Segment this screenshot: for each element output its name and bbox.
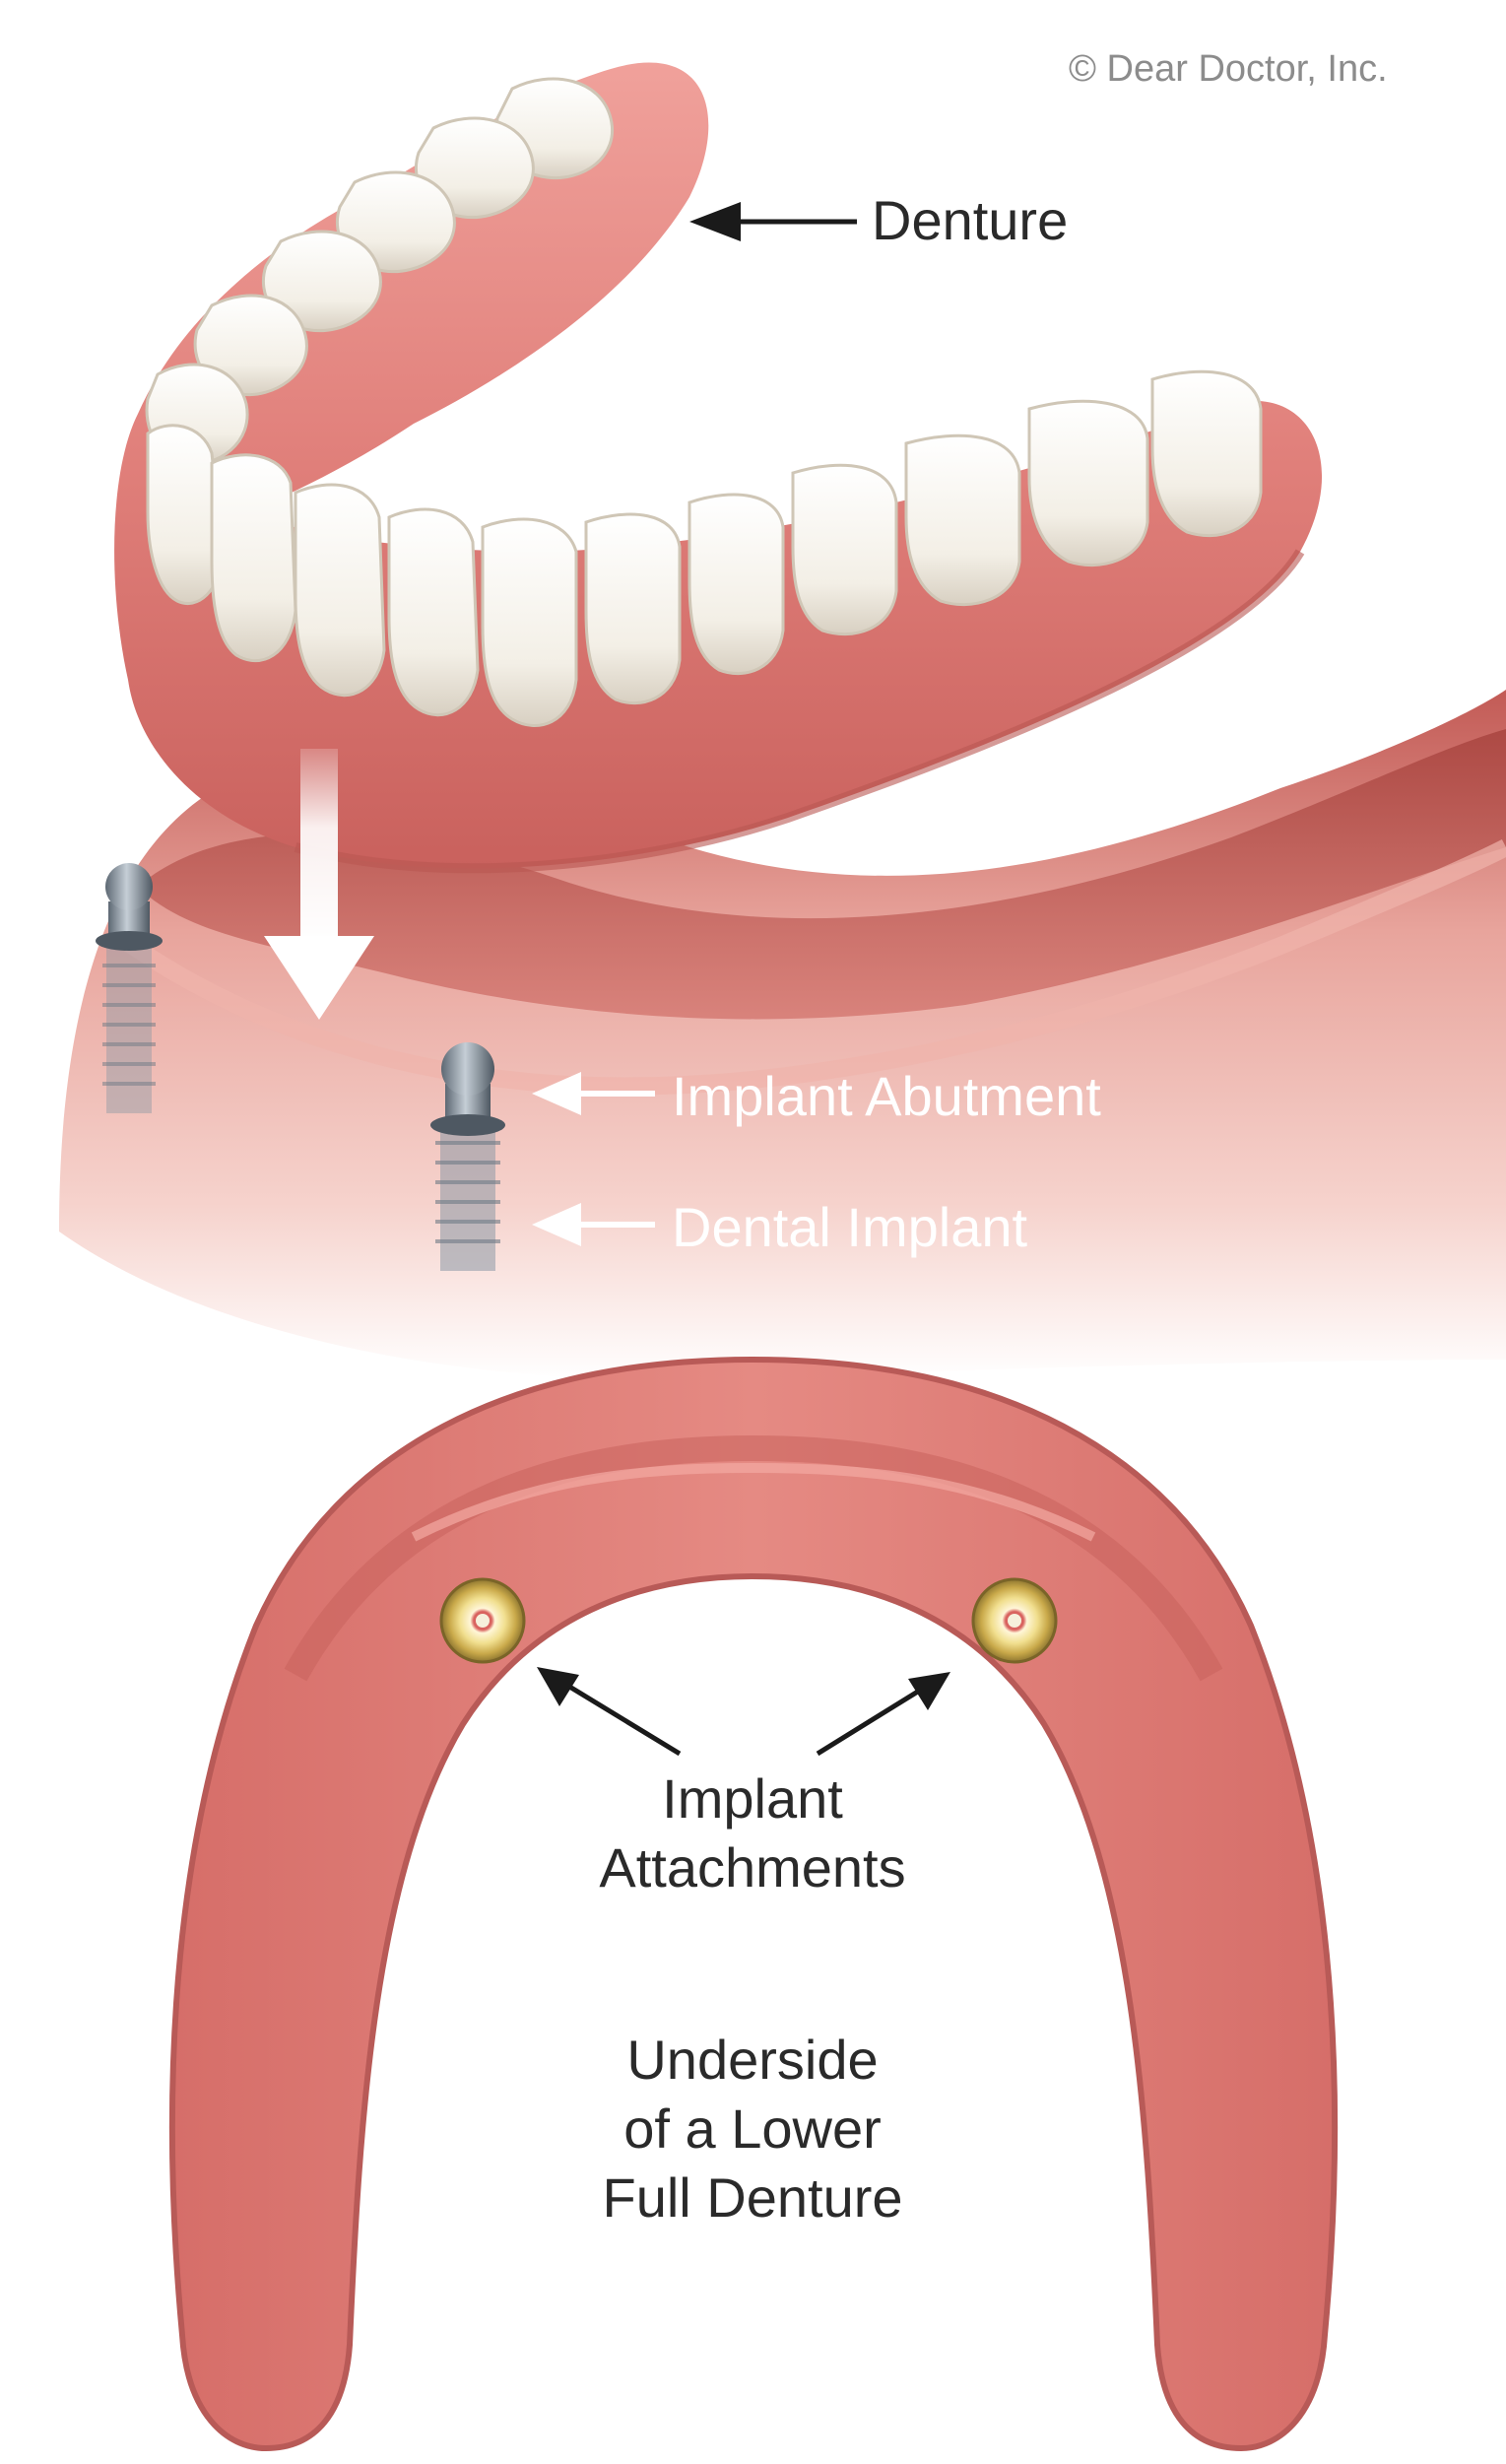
- denture-callout: Denture: [689, 189, 1068, 251]
- denture-underside: [172, 1360, 1335, 2448]
- left-attachment: [441, 1579, 524, 1662]
- denture-label: Denture: [872, 189, 1068, 251]
- underside-label-line1: Underside: [626, 2029, 878, 2091]
- implant-abutment-label: Implant Abutment: [672, 1065, 1101, 1127]
- underside-caption: Underside of a Lower Full Denture: [602, 2029, 902, 2229]
- underside-label-line2: of a Lower: [623, 2098, 882, 2160]
- implant-attachments-label-line2: Attachments: [599, 1836, 905, 1898]
- copyright-text: © Dear Doctor, Inc.: [1069, 48, 1388, 90]
- dental-implant-label: Dental Implant: [672, 1196, 1028, 1258]
- underside-label-line3: Full Denture: [602, 2166, 902, 2229]
- implant-attachments-label-line1: Implant: [662, 1767, 843, 1830]
- attachments-callout: Implant Attachments: [537, 1667, 950, 1898]
- right-attachment: [973, 1579, 1056, 1662]
- denture: [114, 63, 1322, 869]
